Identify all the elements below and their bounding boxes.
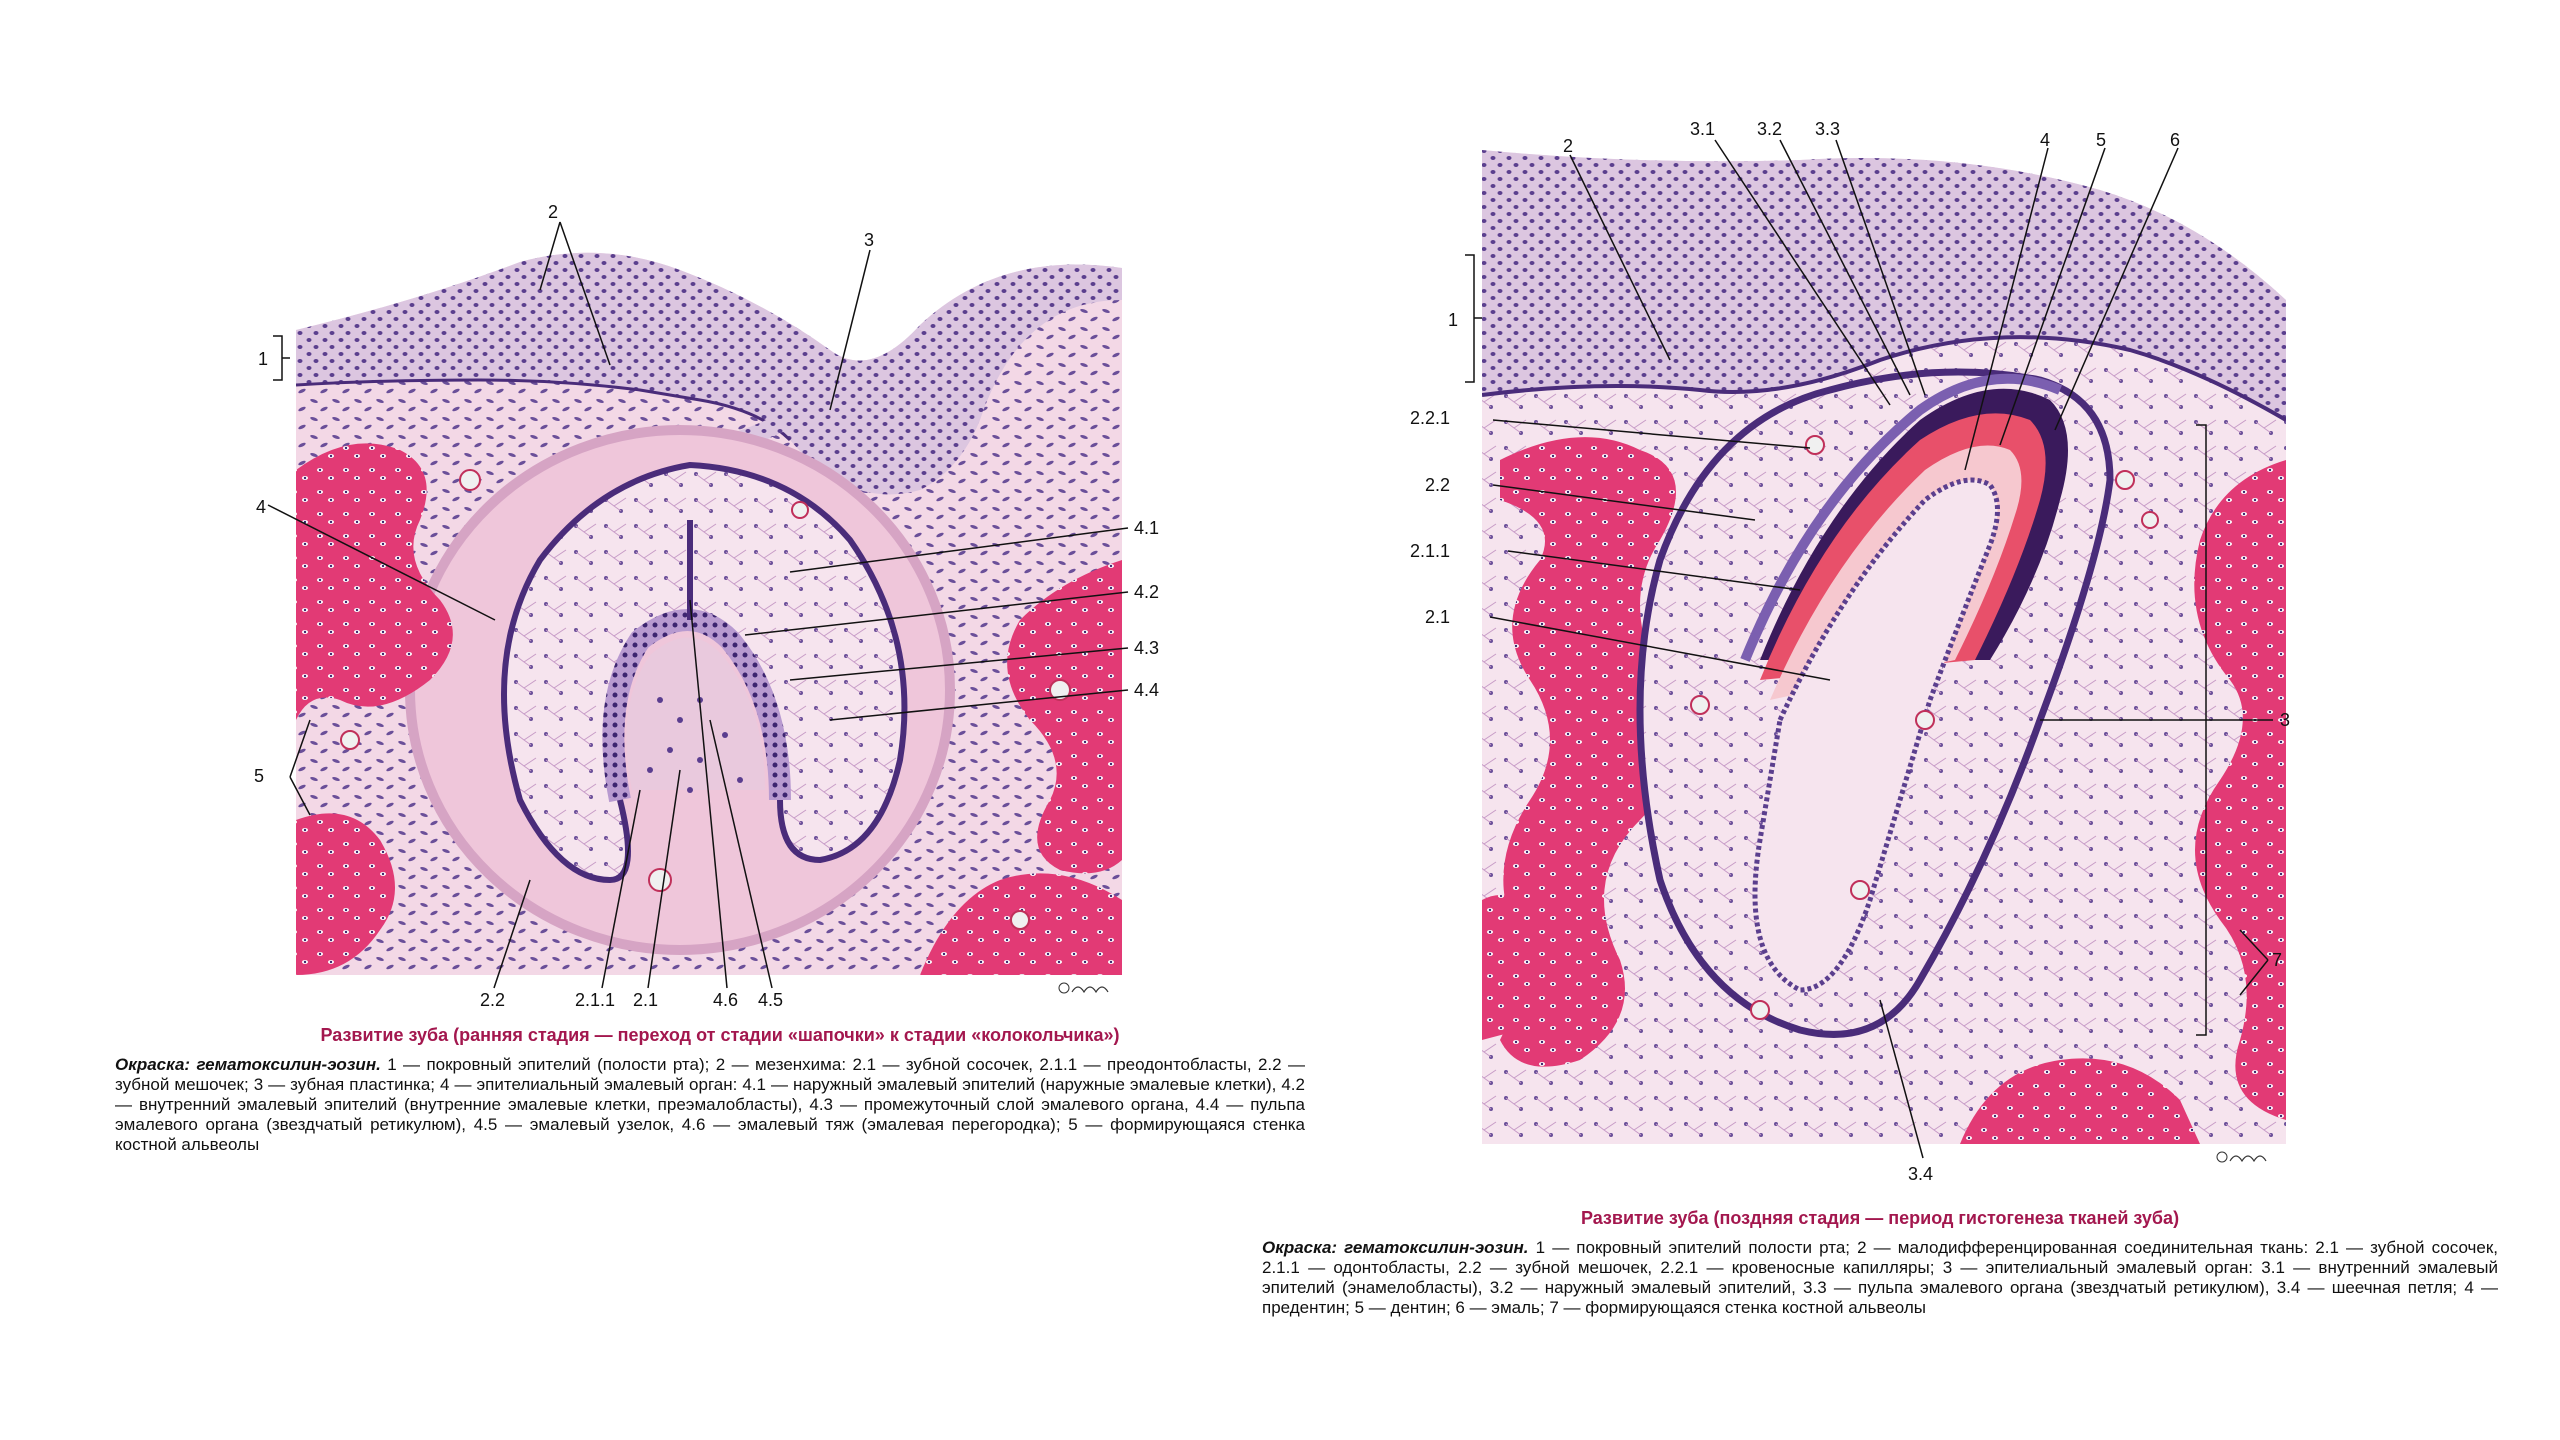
- fig2-label-3-1: 3.1: [1690, 119, 1715, 139]
- fig1-label-5: 5: [254, 766, 264, 786]
- fig2-label-2-1-1: 2.1.1: [1410, 541, 1450, 561]
- fig2-label-1: 1: [1448, 310, 1458, 330]
- figure1-caption: Окраска: гематоксилин-эозин. 1 — покровн…: [115, 1055, 1305, 1155]
- fig1-label-2: 2: [548, 202, 558, 222]
- fig1-label-4-5: 4.5: [758, 990, 783, 1010]
- fig1-label-4: 4: [256, 497, 266, 517]
- figure2-stain: Окраска: гематоксилин-эозин.: [1262, 1238, 1529, 1257]
- fig1-label-2-2: 2.2: [480, 990, 505, 1010]
- figure2-caption-text: 1 — покровный эпителий полости рта; 2 — …: [1262, 1238, 2498, 1317]
- figure2-labels: 2 3.1 3.2 3.3 4 5 6 1 2.2.1 2.2 2.1.1 2.…: [1410, 119, 2290, 1184]
- fig2-label-3-2: 3.2: [1757, 119, 1782, 139]
- fig1-label-4-2: 4.2: [1134, 582, 1159, 602]
- fig2-label-3-3: 3.3: [1815, 119, 1840, 139]
- fig1-label-4-6: 4.6: [713, 990, 738, 1010]
- fig2-label-2-1: 2.1: [1425, 607, 1450, 627]
- fig1-label-2-1: 2.1: [633, 990, 658, 1010]
- fig1-label-4-3: 4.3: [1134, 638, 1159, 658]
- fig2-label-2: 2: [1563, 136, 1573, 156]
- figure1-labels: 1 2 3 4 5 4.1 4.2 4.3 4.4 2.2 2.1.1 2.1 …: [254, 202, 1159, 1010]
- fig2-label-4: 4: [2040, 130, 2050, 150]
- fig2-signature: [2216, 1151, 2267, 1163]
- fig2-label-3: 3: [2280, 710, 2290, 730]
- fig2-label-5: 5: [2096, 130, 2106, 150]
- fig1-label-4-4: 4.4: [1134, 680, 1159, 700]
- fig2-label-2-2-1: 2.2.1: [1410, 408, 1450, 428]
- fig2-label-2-2: 2.2: [1425, 475, 1450, 495]
- figure2-leader-lines: [1465, 139, 2273, 1159]
- figure2-title: Развитие зуба (поздняя стадия — период г…: [1580, 1208, 2180, 1228]
- fig1-label-2-1-1: 2.1.1: [575, 990, 615, 1010]
- fig2-label-7: 7: [2272, 950, 2282, 970]
- figure2-caption: Окраска: гематоксилин-эозин. 1 — покровн…: [1262, 1238, 2498, 1318]
- fig1-signature: [1058, 982, 1109, 994]
- figure2-micrograph: [1482, 142, 2286, 1144]
- figure1-micrograph: [296, 230, 1122, 975]
- fig2-label-3-4: 3.4: [1908, 1164, 1933, 1184]
- figure1-stain: Окраска: гематоксилин-эозин.: [115, 1055, 381, 1074]
- fig1-label-1: 1: [258, 349, 268, 369]
- fig1-label-3: 3: [864, 230, 874, 250]
- figure1-title: Развитие зуба (ранняя стадия — переход о…: [320, 1025, 1120, 1045]
- figure1-caption-text: 1 — покровный эпителий (полости рта); 2 …: [115, 1055, 1305, 1154]
- figure1-leader-lines: [267, 221, 1129, 989]
- fig2-label-6: 6: [2170, 130, 2180, 150]
- fig1-label-4-1: 4.1: [1134, 518, 1159, 538]
